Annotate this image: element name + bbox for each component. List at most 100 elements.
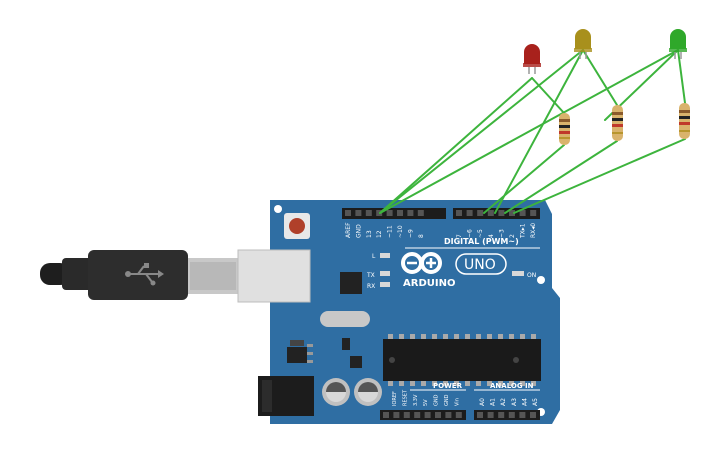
l-led (380, 253, 390, 258)
digital-pin-hole[interactable] (519, 210, 526, 216)
wire-green-resistor (677, 49, 686, 104)
atmega-chip (383, 334, 541, 386)
power-pin-hole[interactable] (445, 412, 452, 418)
power-pin-hole[interactable] (414, 412, 421, 418)
digital-pin-label: ~3 (498, 229, 505, 238)
power-pin-hole[interactable] (435, 412, 441, 418)
digital-pin-label: AREF (345, 222, 352, 238)
usb-cable[interactable] (40, 250, 238, 300)
analog-pin-label: A4 (521, 398, 528, 406)
digital-pin-label: 12 (376, 230, 383, 238)
on-label: ON (527, 272, 536, 279)
tx-label: TX (366, 272, 375, 279)
analog-pin-hole[interactable] (498, 412, 505, 418)
power-pin-label: IOREF (392, 391, 398, 406)
uno-badge: UNO (455, 253, 507, 275)
analog-pin-hole[interactable] (477, 412, 483, 418)
red-led[interactable] (523, 44, 541, 74)
wire-res1-pin5 (483, 144, 565, 214)
digital-pin-hole[interactable] (355, 210, 362, 216)
power-pin-hole[interactable] (403, 412, 410, 418)
wire-res3-pin2 (513, 138, 686, 214)
power-pin-hole[interactable] (424, 412, 431, 418)
power-pin-hole[interactable] (455, 412, 462, 418)
usb-chip (340, 272, 362, 294)
power-pin-hole[interactable] (383, 412, 389, 418)
resistor-2[interactable] (612, 105, 623, 141)
wires[interactable] (379, 49, 686, 214)
digital-header-left (342, 208, 446, 219)
power-pin-label: GND (444, 394, 450, 406)
digital-pin-label: ~10 (397, 225, 404, 238)
digital-pin-label: 7 (456, 234, 463, 238)
resistor-3[interactable] (679, 103, 690, 139)
rx-label: RX (367, 283, 375, 290)
yellow-led[interactable] (574, 29, 592, 59)
analog-pin-hole[interactable] (487, 412, 494, 418)
svg-text:UNO: UNO (464, 257, 496, 273)
digital-pin-hole[interactable] (397, 210, 403, 216)
voltage-regulator (287, 340, 313, 363)
digital-pin-hole[interactable] (407, 210, 414, 216)
capacitor-1 (322, 378, 350, 406)
reset-button[interactable] (284, 213, 310, 239)
wire-res2-pin3 (504, 140, 618, 214)
digital-pin-hole[interactable] (345, 210, 351, 216)
digital-pin-hole[interactable] (466, 210, 473, 216)
capacitor-2 (354, 378, 382, 406)
wire-gnd-green (379, 49, 679, 214)
digital-pin-label: TX▸1 (520, 223, 527, 239)
wire-gnd-red (379, 77, 533, 214)
analog-header (474, 410, 540, 420)
digital-pin-hole[interactable] (487, 210, 494, 216)
digital-label: DIGITAL (PWM~) (444, 237, 519, 246)
resistor-1[interactable] (559, 113, 570, 145)
analog-pin-label: A0 (479, 398, 486, 406)
wire-yellow-resistor (582, 49, 618, 106)
analog-label: ANALOG IN (490, 382, 534, 390)
digital-pin-label: 13 (366, 230, 373, 238)
power-pin-label: 3.3V (413, 394, 419, 406)
wire-yellow-cross (494, 49, 584, 214)
digital-pin-label: ~9 (407, 229, 414, 238)
power-pin-label: 5V (423, 399, 429, 406)
usb-icon (125, 263, 164, 286)
wire-gnd-yellow (379, 49, 584, 214)
digital-pin-hole[interactable] (456, 210, 462, 216)
digital-pin-hole[interactable] (509, 210, 515, 216)
digital-pin-label: GND (355, 224, 362, 238)
l-label: L (372, 253, 376, 260)
digital-pin-hole[interactable] (498, 210, 505, 216)
digital-pin-hole[interactable] (477, 210, 484, 216)
digital-pin-label: 2 (509, 234, 516, 238)
power-header (380, 410, 466, 420)
analog-pin-label: A1 (490, 398, 497, 406)
tx-led (380, 271, 390, 276)
digital-pin-label: 8 (418, 234, 425, 238)
crystal (320, 311, 370, 327)
digital-pin-hole[interactable] (417, 210, 424, 216)
digital-pin-hole[interactable] (365, 210, 372, 216)
brand-label: ARDUINO (403, 278, 455, 289)
power-label: POWER (433, 382, 463, 390)
power-pin-hole[interactable] (393, 412, 400, 418)
green-led[interactable] (669, 29, 687, 59)
digital-pin-label: ~5 (477, 229, 484, 238)
digital-pin-label: RX◂0 (530, 223, 537, 238)
power-jack[interactable] (258, 376, 314, 416)
wire-red-resistor (531, 77, 565, 114)
power-pin-label: GND (434, 394, 440, 406)
digital-pin-hole[interactable] (386, 210, 393, 216)
analog-pin-hole[interactable] (530, 412, 536, 418)
power-pin-label: RESET (402, 389, 408, 406)
analog-pin-hole[interactable] (508, 412, 515, 418)
analog-pin-hole[interactable] (519, 412, 526, 418)
analog-pin-label: A2 (500, 398, 507, 406)
on-led (512, 271, 524, 276)
power-pin-label: Vin (454, 398, 460, 406)
analog-pin-label: A3 (511, 398, 518, 406)
digital-pin-hole[interactable] (530, 210, 537, 216)
digital-pin-label: 4 (488, 234, 495, 238)
